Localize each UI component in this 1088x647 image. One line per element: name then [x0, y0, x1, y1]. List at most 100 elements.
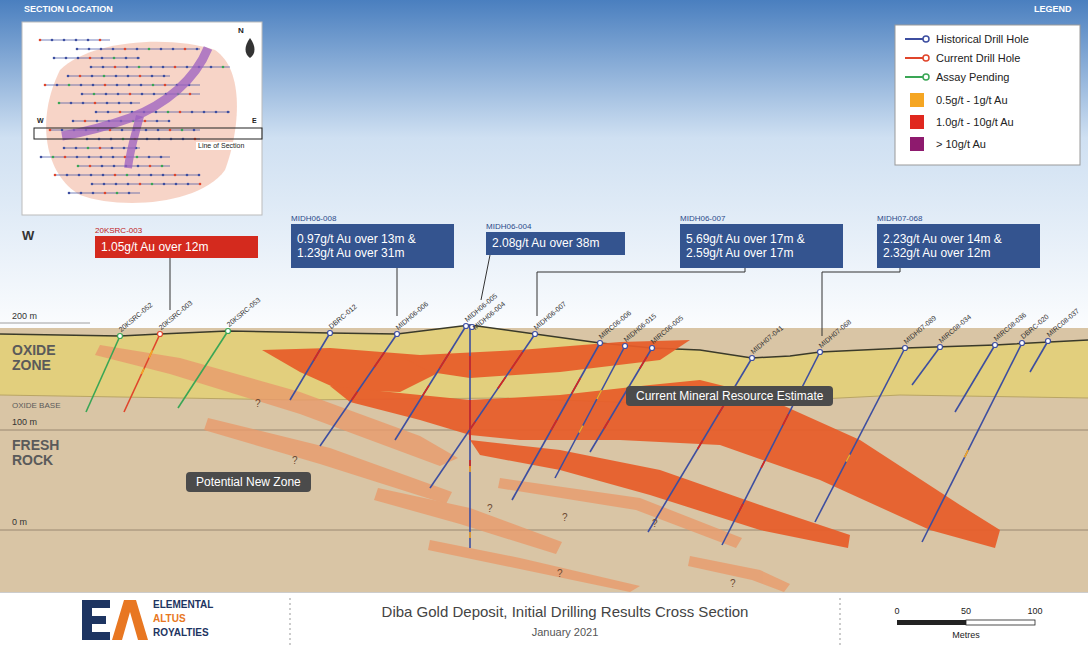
art-circle: [151, 75, 154, 78]
art-circle: [65, 57, 68, 60]
art-circle: [938, 345, 943, 350]
art-circle: [40, 156, 43, 159]
art-circle: [100, 156, 103, 159]
art-circle: [88, 48, 91, 51]
art-circle: [105, 93, 108, 96]
art-circle: [174, 174, 177, 177]
art-polyline: [537, 268, 745, 316]
fresh-rock: [0, 328, 1088, 592]
art-circle: [117, 93, 120, 96]
map-label: OXIDE BASE: [12, 401, 60, 410]
art-circle: [598, 341, 603, 346]
art-line: [54, 58, 140, 59]
art-path: [82, 600, 110, 640]
callout-text: 2.08g/t Au over 38m: [492, 236, 599, 250]
art-line: [648, 358, 752, 532]
art-line: [922, 343, 1022, 542]
art-circle: [58, 102, 61, 105]
art-circle: [226, 329, 231, 334]
art-circle: [66, 174, 69, 177]
drill-hole-id: MIDH07-089: [903, 314, 938, 345]
art-line: [469, 326, 471, 548]
art-circle: [163, 75, 166, 78]
art-path: [246, 38, 255, 58]
art-circle: [160, 156, 163, 159]
art-circle: [118, 102, 121, 105]
hole-id: 20KSRC-003: [95, 227, 142, 235]
art-line: [722, 352, 820, 545]
art-circle: [993, 343, 998, 348]
art-line: [840, 598, 841, 645]
art-circle: [78, 174, 81, 177]
drill-hole-id: 20KSRC-053: [226, 296, 262, 328]
assay-callout: MIDH07-0682.23g/t Au over 14m & 2.32g/t …: [877, 224, 1040, 268]
art-circle: [150, 174, 153, 177]
legend-row: Historical Drill Hole: [905, 33, 1029, 45]
art-path: [428, 540, 640, 592]
legend-swatch: [910, 93, 924, 107]
elevation-line: [0, 323, 90, 324]
art-line: [290, 333, 330, 400]
art-rect: [34, 128, 262, 139]
art-circle: [145, 129, 148, 132]
art-circle: [80, 84, 83, 87]
art-circle: [103, 183, 106, 186]
art-circle: [150, 66, 153, 69]
art-circle: [136, 156, 139, 159]
art-circle: [196, 48, 199, 51]
art-circle: [186, 66, 189, 69]
art-circle: [168, 120, 171, 123]
art-circle: [126, 174, 129, 177]
map-label: 100 m: [12, 417, 37, 427]
hole-id: MIDH06-007: [680, 215, 725, 223]
art-circle: [191, 111, 194, 114]
art-circle: [113, 57, 116, 60]
legend-row: 0.5g/t - 1g/t Au: [905, 93, 1008, 107]
art-line: [178, 331, 228, 408]
art-circle: [137, 57, 140, 60]
art-line: [922, 343, 1022, 542]
drill-hole-id: MIDH07-068: [818, 318, 853, 349]
map-label: W: [22, 229, 34, 244]
art-circle: [87, 39, 90, 42]
art-circle: [128, 192, 131, 195]
art-circle: [148, 48, 151, 51]
art-circle: [63, 147, 66, 150]
art-circle: [125, 57, 128, 60]
legend-line-sample: [905, 34, 931, 44]
art-circle: [116, 192, 119, 195]
art-path: [128, 116, 140, 168]
map-label: ?: [557, 568, 563, 580]
legend-text: > 10g/t Au: [936, 138, 986, 150]
art-circle: [181, 129, 184, 132]
art-line: [395, 326, 466, 440]
drill-hole-id: 20KSRC-052: [118, 301, 154, 333]
art-path: [400, 340, 690, 378]
art-circle: [90, 174, 93, 177]
map-label: Metres: [952, 630, 980, 640]
art-line: [59, 103, 140, 104]
art-line: [722, 352, 820, 545]
art-circle: [52, 156, 55, 159]
art-polyline: [822, 268, 900, 336]
drill-hole-id: MIRC08-037: [1046, 307, 1081, 338]
callout-text: 0.97g/t Au over 13m & 1.23g/t Au over 31…: [297, 232, 448, 261]
art-circle: [114, 174, 117, 177]
art-circle: [75, 147, 78, 150]
art-circle: [107, 111, 110, 114]
assay-callout: MIDH06-0042.08g/t Au over 38m: [486, 232, 625, 255]
title: Diba Gold Deposit, Initial Drilling Resu…: [290, 603, 840, 620]
map-label: FRESH ROCK: [12, 438, 82, 469]
legend-swatch: [910, 115, 924, 129]
art-circle: [215, 111, 218, 114]
art-circle: [151, 183, 154, 186]
art-line: [96, 112, 230, 113]
sky: [0, 0, 1088, 345]
art-circle: [137, 165, 140, 168]
drill-hole-id: MIDH07-041: [750, 324, 785, 355]
art-circle: [903, 346, 908, 351]
art-polyline: [481, 255, 490, 300]
art-circle: [128, 84, 131, 87]
legend-text: Historical Drill Hole: [936, 33, 1029, 45]
map-label: 0: [894, 606, 899, 616]
